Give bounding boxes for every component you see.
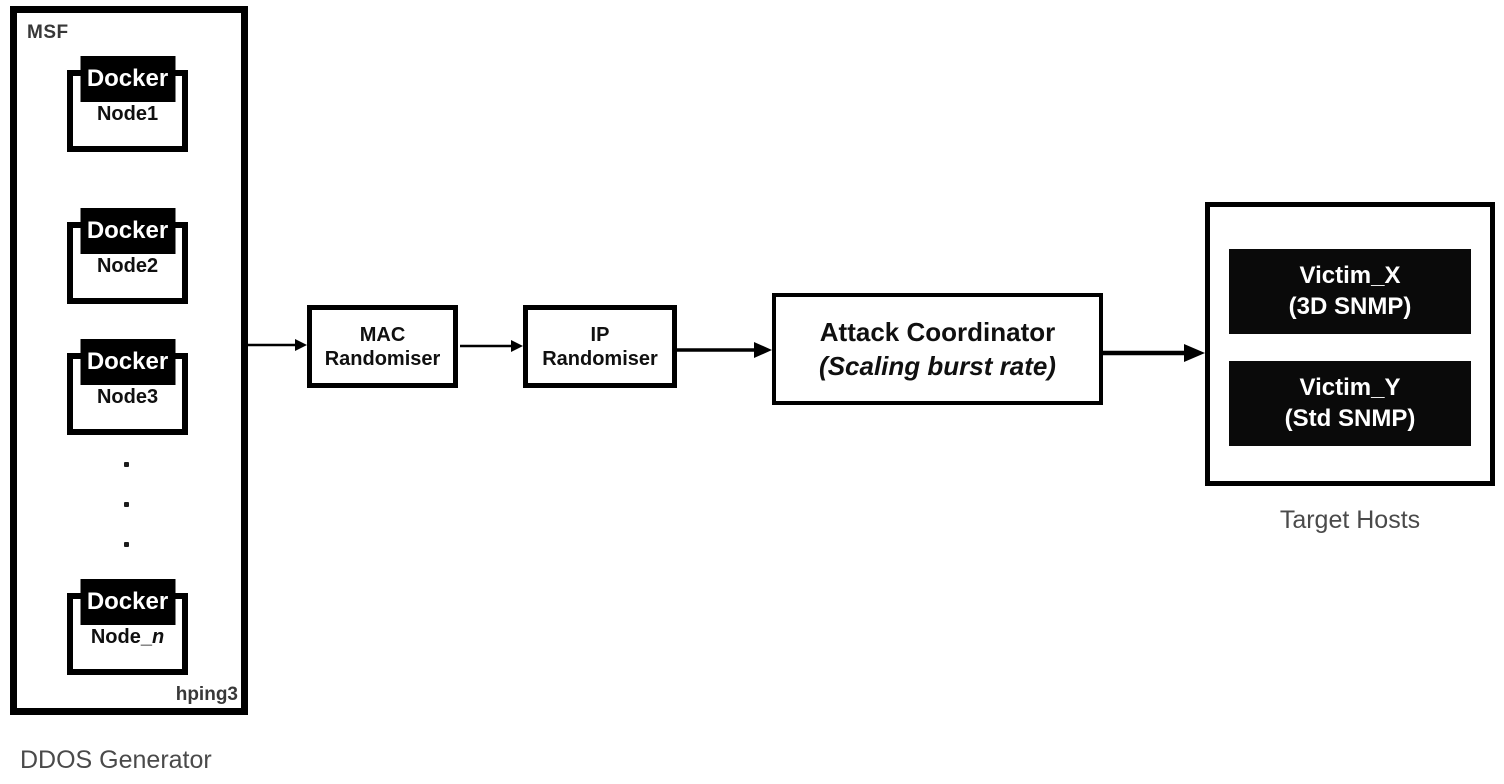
docker-tab: Docker <box>80 339 175 385</box>
docker-tab: Docker <box>80 56 175 102</box>
docker-node-3: Docker Node3 <box>67 339 188 435</box>
ellipsis-dots <box>124 462 129 547</box>
ellipsis-dot <box>124 462 129 467</box>
ellipsis-dot <box>124 542 129 547</box>
victim-y-detail: (Std SNMP) <box>1284 405 1416 432</box>
victim-x-detail: (3D SNMP) <box>1288 293 1412 320</box>
arrow-generator-to-mac <box>248 339 307 351</box>
target-hosts-caption: Target Hosts <box>1279 506 1421 534</box>
docker-node-n: Docker Node_n <box>67 579 188 675</box>
node-label: Node2 <box>73 255 182 278</box>
node-name: Node_ <box>90 626 152 648</box>
ip-randomiser-line2: Randomiser <box>542 347 658 370</box>
ellipsis-dot <box>124 502 129 507</box>
target-hosts-box: Victim_X (3D SNMP) Victim_Y (Std SNMP) <box>1205 202 1495 486</box>
ip-randomiser-box: IP Randomiser <box>523 305 677 388</box>
attack-coordinator-line2: (Scaling burst rate) <box>819 351 1056 381</box>
victim-y-box: Victim_Y (Std SNMP) <box>1229 360 1471 446</box>
victim-y-name: Victim_Y <box>1299 374 1401 401</box>
node-label: Node1 <box>73 103 182 126</box>
attack-coordinator-line1: Attack Coordinator <box>819 317 1056 347</box>
docker-tab: Docker <box>80 579 175 625</box>
ip-randomiser-line1: IP <box>590 323 610 346</box>
victim-x-name: Victim_X <box>1299 262 1401 289</box>
ddos-generator-caption: DDOS Generator <box>20 746 212 774</box>
node-label: Node_n <box>73 626 182 649</box>
victim-x-box: Victim_X (3D SNMP) <box>1229 248 1471 334</box>
ddos-generator-box: MSF Docker Node1 Docker Node2 Docker Nod… <box>10 6 248 715</box>
mac-randomiser-line2: Randomiser <box>324 347 441 370</box>
arrow-mac-to-ip <box>460 340 523 352</box>
docker-node-2: Docker Node2 <box>67 208 188 304</box>
arrow-coordinator-to-targets <box>1103 344 1205 362</box>
attack-coordinator-box: Attack Coordinator (Scaling burst rate) <box>772 293 1103 405</box>
node-name: Node1 <box>96 103 159 125</box>
msf-label: MSF <box>27 22 69 43</box>
node-name-italic: n <box>151 626 165 648</box>
node-name: Node2 <box>96 255 159 277</box>
node-label: Node3 <box>73 386 182 409</box>
hping3-label: hping3 <box>175 684 238 705</box>
docker-node-1: Docker Node1 <box>67 56 188 152</box>
mac-randomiser-line1: MAC <box>359 323 406 346</box>
mac-randomiser-box: MAC Randomiser <box>307 305 458 388</box>
node-name: Node3 <box>96 386 159 408</box>
arrow-ip-to-coordinator <box>677 342 772 358</box>
docker-tab: Docker <box>80 208 175 254</box>
